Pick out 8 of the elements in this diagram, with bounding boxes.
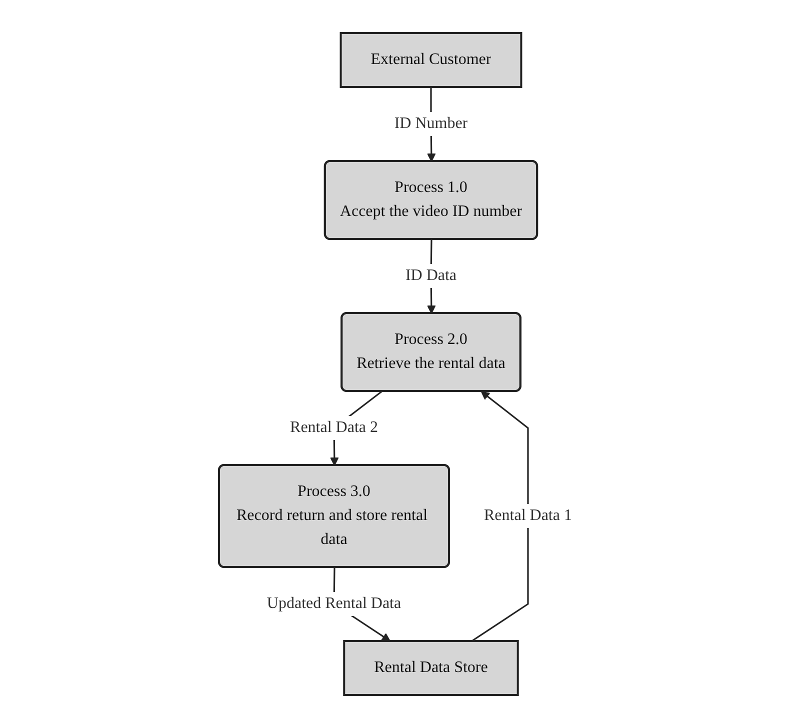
node-box: Rental Data Store bbox=[342, 640, 518, 696]
edge-label: Rental Data 2 bbox=[290, 419, 378, 436]
node-box: External Customer bbox=[339, 32, 522, 88]
arrow bbox=[470, 391, 528, 642]
edge-label: Updated Rental Data bbox=[266, 595, 401, 612]
edge-label: Rental Data 1 bbox=[484, 507, 572, 524]
edge-label: ID Number bbox=[394, 115, 468, 132]
edge-label: ID Data bbox=[404, 267, 456, 284]
